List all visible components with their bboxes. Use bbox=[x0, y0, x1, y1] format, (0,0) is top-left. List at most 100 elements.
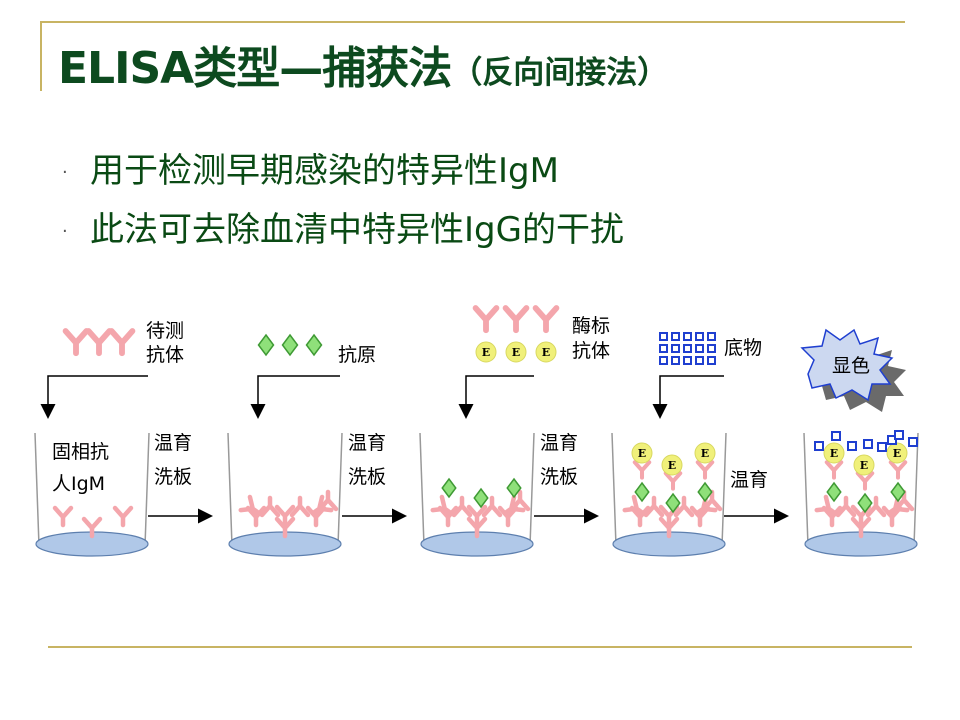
enzyme-letter: E bbox=[860, 459, 868, 472]
top-label-enzyme-antibody: 酶标 bbox=[572, 315, 610, 337]
antibody-shape bbox=[701, 489, 723, 512]
antibody-shape bbox=[695, 460, 715, 480]
bullet-dot-icon: · bbox=[62, 162, 68, 183]
enzyme-label: E bbox=[694, 442, 716, 464]
antibody-shape bbox=[855, 471, 875, 491]
well-1-label: 人IgM bbox=[52, 473, 105, 495]
antibody-shape bbox=[472, 305, 500, 334]
antigen bbox=[473, 487, 489, 509]
enzyme-antibody bbox=[824, 460, 844, 480]
antigen bbox=[281, 333, 299, 357]
enzyme-antibody-icon bbox=[502, 305, 530, 334]
antigen bbox=[697, 481, 713, 503]
top-label-substrate: 底物 bbox=[724, 337, 762, 359]
antigen bbox=[441, 477, 457, 499]
substrate-square bbox=[908, 437, 918, 447]
antibody-shape bbox=[865, 495, 887, 518]
antibody-shape bbox=[466, 516, 488, 539]
step-label: 温育 bbox=[730, 469, 768, 491]
antibody-shape bbox=[824, 460, 844, 480]
enzyme-letter: E bbox=[701, 447, 709, 460]
antibody-shape bbox=[289, 495, 311, 518]
down-arrow-3 bbox=[458, 375, 534, 419]
well-wall-right bbox=[913, 432, 919, 547]
enzyme-circle bbox=[694, 442, 716, 464]
substrate-square bbox=[814, 441, 824, 451]
substrate-square bbox=[695, 344, 704, 353]
enzyme-letter: E bbox=[893, 447, 901, 460]
antibody-shape bbox=[663, 471, 683, 491]
antibody-shape bbox=[274, 516, 296, 539]
antibody-shape bbox=[466, 504, 488, 527]
well-wall-right bbox=[337, 432, 343, 547]
step-label: 洗板 bbox=[348, 466, 386, 488]
substrate-square bbox=[671, 332, 680, 341]
antibody-shape bbox=[643, 495, 665, 518]
enzyme-antibody bbox=[695, 460, 715, 480]
antibody-shape bbox=[238, 494, 262, 516]
capture-antibody bbox=[52, 505, 74, 528]
substrate-square bbox=[847, 441, 857, 451]
antigen bbox=[665, 492, 681, 514]
antibody-shape bbox=[502, 305, 530, 334]
enzyme-letter: E bbox=[668, 459, 676, 472]
well-wall-right bbox=[529, 432, 535, 547]
top-label-sample-antibody: 抗体 bbox=[146, 344, 184, 366]
color-burst-icon bbox=[800, 328, 894, 402]
enzyme-antibody bbox=[855, 471, 875, 491]
enzyme-antibody bbox=[888, 460, 908, 480]
sample-antibody-icon bbox=[62, 328, 90, 357]
enzyme-label: E bbox=[823, 442, 845, 464]
substrate-square bbox=[877, 442, 887, 452]
substrate-square bbox=[659, 356, 668, 365]
antibody-shape bbox=[658, 516, 680, 539]
capture-antibody bbox=[112, 505, 134, 528]
down-arrow-1 bbox=[40, 375, 148, 419]
antibody-shape bbox=[632, 460, 652, 480]
antibody-shape bbox=[108, 328, 136, 357]
antigen bbox=[305, 333, 323, 357]
antibody-shape bbox=[850, 516, 872, 539]
substrate-square bbox=[695, 332, 704, 341]
substrate-square bbox=[671, 356, 680, 365]
slide-title-main: ELISA类型—捕获法 bbox=[58, 43, 452, 94]
bullet-text: 此法可去除血清中特异性IgG的干扰 bbox=[90, 210, 624, 250]
sample-igm bbox=[430, 494, 454, 516]
step-label: 温育 bbox=[348, 432, 386, 454]
microplate-well-5 bbox=[803, 432, 919, 557]
enzyme-antibody bbox=[632, 460, 652, 480]
antibody-shape bbox=[81, 516, 103, 539]
enzyme-letter: E bbox=[638, 447, 646, 460]
antibody-shape bbox=[430, 494, 454, 516]
sample-igm bbox=[317, 489, 339, 512]
substrate-square bbox=[831, 431, 841, 441]
enzyme-letter: E bbox=[482, 346, 490, 359]
antibody-shape bbox=[622, 494, 646, 516]
enzyme-antibody-icon bbox=[472, 305, 500, 334]
sample-igm bbox=[289, 495, 311, 518]
top-label-enzyme-antibody: 抗体 bbox=[572, 340, 610, 362]
sample-igm bbox=[643, 495, 665, 518]
enzyme-circle bbox=[535, 341, 557, 363]
antibody-shape bbox=[62, 328, 90, 357]
antigen bbox=[890, 481, 906, 503]
bottom-border-line bbox=[48, 646, 912, 648]
top-label-sample-antibody: 待测 bbox=[146, 320, 184, 342]
antigen bbox=[634, 481, 650, 503]
sample-igm bbox=[622, 494, 646, 516]
step-label: 洗板 bbox=[540, 466, 578, 488]
enzyme-circle bbox=[661, 454, 683, 476]
enzyme-label: E bbox=[886, 442, 908, 464]
enzyme-label: E bbox=[631, 442, 653, 464]
enzyme-label: E bbox=[853, 454, 875, 476]
sample-igm bbox=[814, 494, 838, 516]
substrate-square bbox=[683, 356, 692, 365]
down-arrow-2 bbox=[250, 375, 340, 419]
enzyme-label: E bbox=[535, 341, 557, 363]
well-wall-left bbox=[34, 432, 40, 547]
substrate-square bbox=[894, 430, 904, 440]
well-wall-left bbox=[803, 432, 809, 547]
antibody-shape bbox=[85, 328, 113, 357]
sample-igm bbox=[466, 504, 488, 527]
step-label: 温育 bbox=[540, 432, 578, 454]
